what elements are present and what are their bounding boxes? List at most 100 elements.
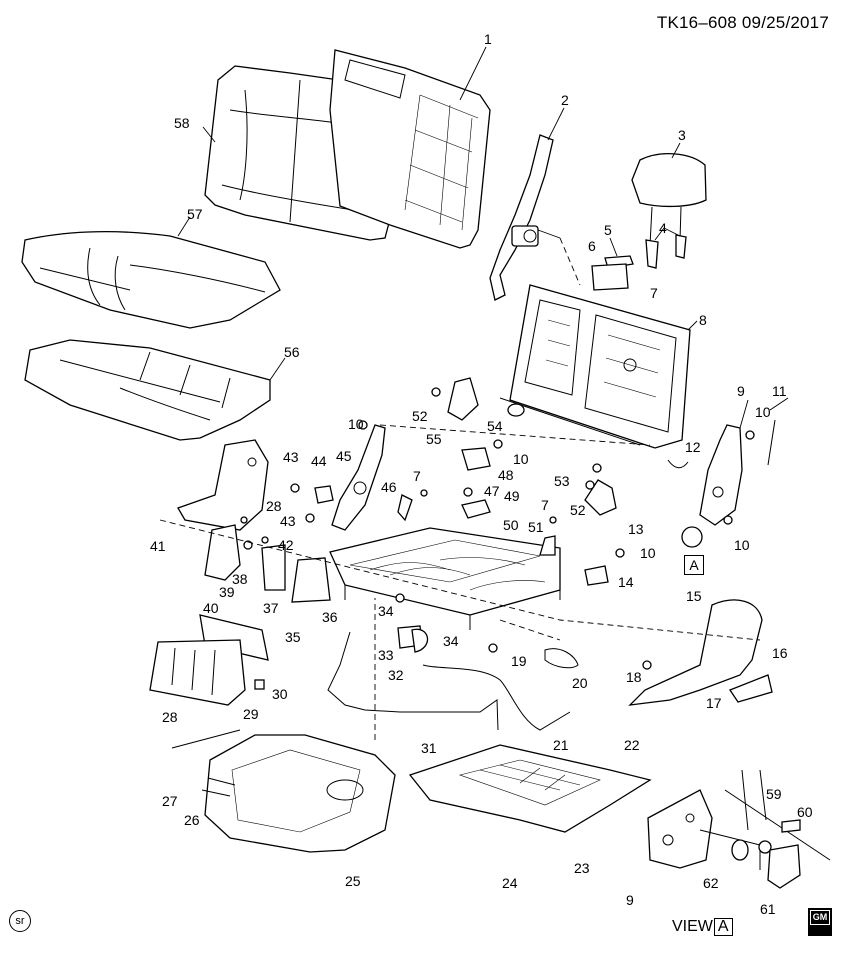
callout-13: 13 bbox=[628, 521, 644, 537]
callout-9-view: 9 bbox=[626, 892, 634, 908]
callout-27: 27 bbox=[162, 793, 178, 809]
reference-lines bbox=[159, 237, 761, 740]
callout-52: 52 bbox=[412, 408, 428, 424]
callout-50: 50 bbox=[503, 517, 519, 533]
callout-42: 42 bbox=[278, 537, 294, 553]
callout-2: 2 bbox=[561, 92, 569, 108]
callout-47: 47 bbox=[484, 483, 500, 499]
callout-5: 5 bbox=[604, 222, 612, 238]
seat-base bbox=[171, 729, 396, 853]
callout-31: 31 bbox=[421, 740, 437, 756]
callout-56: 56 bbox=[284, 344, 300, 360]
seat-back-frame bbox=[329, 49, 491, 249]
callout-7-mid: 7 bbox=[541, 497, 549, 513]
callout-39: 39 bbox=[219, 584, 235, 600]
callout-34-lower: 34 bbox=[443, 633, 459, 649]
gm-logo: GM bbox=[808, 908, 832, 936]
callout-labels: 1 2 3 4 5 6 7 8 9 11 10 12 13 10 14 15 1… bbox=[150, 31, 813, 917]
armrest bbox=[628, 599, 773, 706]
doc-date: 09/25/2017 bbox=[741, 13, 829, 32]
head-restraint bbox=[631, 153, 707, 269]
callout-21: 21 bbox=[553, 737, 569, 753]
callout-43: 43 bbox=[283, 449, 299, 465]
callout-15: 15 bbox=[686, 588, 702, 604]
leader-lines bbox=[177, 46, 749, 429]
seat-side-bracket-left bbox=[177, 424, 386, 531]
callout-59: 59 bbox=[766, 786, 782, 802]
callout-20: 20 bbox=[572, 675, 588, 691]
callout-10-frame: 10 bbox=[640, 545, 656, 561]
callout-60: 60 bbox=[797, 804, 813, 820]
view-a-detail bbox=[647, 769, 831, 889]
callout-7-left: 7 bbox=[413, 468, 421, 484]
callout-18: 18 bbox=[626, 669, 642, 685]
callout-44: 44 bbox=[311, 453, 327, 469]
storage-tray bbox=[408, 744, 652, 833]
callout-24: 24 bbox=[502, 875, 518, 891]
callout-14: 14 bbox=[618, 574, 634, 590]
callout-11: 11 bbox=[772, 383, 787, 399]
seat-side-bracket-right bbox=[681, 397, 789, 548]
gm-logo-text: GM bbox=[810, 910, 830, 925]
latch-assembly bbox=[591, 255, 634, 291]
callout-55: 55 bbox=[426, 431, 442, 447]
callout-62: 62 bbox=[703, 875, 719, 891]
callout-30: 30 bbox=[272, 686, 288, 702]
view-label: VIEW bbox=[672, 918, 713, 935]
callout-29: 29 bbox=[243, 706, 259, 722]
callout-45: 45 bbox=[336, 448, 352, 464]
callout-49: 49 bbox=[504, 488, 520, 504]
callout-3: 3 bbox=[678, 127, 686, 143]
callout-48: 48 bbox=[498, 467, 514, 483]
callout-10-mid: 10 bbox=[513, 451, 529, 467]
callout-53: 53 bbox=[554, 473, 570, 489]
callout-32: 32 bbox=[388, 667, 404, 683]
callout-34: 34 bbox=[378, 603, 394, 619]
fasteners bbox=[240, 387, 755, 670]
callout-10: 10 bbox=[348, 416, 364, 432]
callout-16: 16 bbox=[772, 645, 788, 661]
callout-10-right: 10 bbox=[755, 404, 771, 420]
callout-8: 8 bbox=[699, 312, 707, 328]
callout-6: 6 bbox=[588, 238, 596, 254]
callout-38: 38 bbox=[232, 571, 248, 587]
callout-54: 54 bbox=[487, 418, 503, 434]
callout-52-right: 52 bbox=[570, 502, 586, 518]
callout-25: 25 bbox=[345, 873, 361, 889]
callout-58: 58 bbox=[174, 115, 190, 131]
diagram-header: TK16–608 09/25/2017 bbox=[657, 13, 829, 33]
recliner-cables bbox=[327, 625, 579, 731]
callout-1: 1 bbox=[484, 31, 492, 47]
callout-12: 12 bbox=[685, 439, 701, 455]
small-parts bbox=[149, 377, 689, 706]
callout-35: 35 bbox=[285, 629, 301, 645]
callout-40: 40 bbox=[203, 600, 219, 616]
sr-logo: sr bbox=[9, 910, 31, 932]
callout-46: 46 bbox=[381, 479, 397, 495]
doc-id: TK16–608 bbox=[656, 13, 737, 32]
callout-23: 23 bbox=[574, 860, 590, 876]
view-ref-box: A bbox=[713, 918, 733, 936]
callout-28: 28 bbox=[162, 709, 178, 725]
callout-17: 17 bbox=[706, 695, 722, 711]
seat-cushion-cover bbox=[21, 230, 281, 329]
callout-43-lower: 43 bbox=[280, 513, 296, 529]
callout-10-lower: 10 bbox=[734, 537, 750, 553]
view-a-marker: A bbox=[684, 555, 704, 575]
callout-9: 9 bbox=[737, 383, 745, 399]
callout-36: 36 bbox=[322, 609, 338, 625]
callout-7: 7 bbox=[650, 285, 658, 301]
callout-4: 4 bbox=[659, 220, 667, 236]
callout-28-upper: 28 bbox=[266, 498, 282, 514]
callout-57: 57 bbox=[187, 206, 203, 222]
seat-back-panel-frame bbox=[499, 284, 691, 449]
seat-frame bbox=[329, 527, 561, 630]
seat-cushion-pad bbox=[24, 339, 271, 441]
callout-19: 19 bbox=[511, 653, 527, 669]
seat-belt bbox=[489, 134, 554, 301]
callout-41: 41 bbox=[150, 538, 166, 554]
callout-22: 22 bbox=[624, 737, 640, 753]
